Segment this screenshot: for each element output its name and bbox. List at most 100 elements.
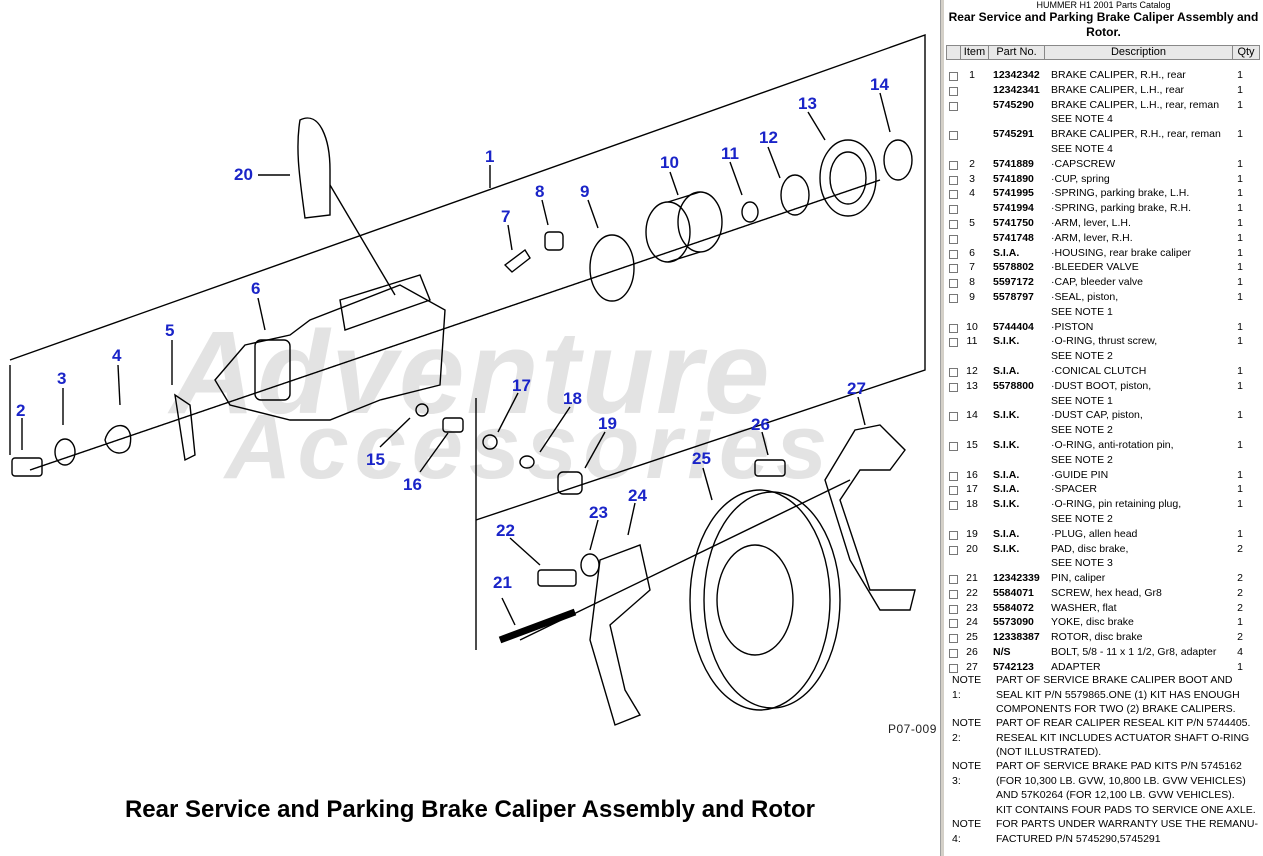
row-checkbox[interactable] xyxy=(949,86,958,96)
pane-splitter[interactable] xyxy=(940,0,945,856)
callout-25[interactable]: 25 xyxy=(692,449,711,468)
row-checkbox[interactable] xyxy=(949,412,958,422)
row-checkbox[interactable] xyxy=(949,486,958,496)
table-row[interactable]: SEE NOTE 3 xyxy=(944,556,1263,571)
callout-27[interactable]: 27 xyxy=(847,379,866,398)
row-checkbox[interactable] xyxy=(949,530,958,540)
row-checkbox[interactable] xyxy=(949,323,958,333)
table-row[interactable]: SEE NOTE 2 xyxy=(944,512,1263,527)
callout-18[interactable]: 18 xyxy=(563,389,582,408)
row-checkbox[interactable] xyxy=(949,219,958,229)
table-row[interactable]: SEE NOTE 2 xyxy=(944,423,1263,438)
header-item[interactable]: Item xyxy=(960,45,988,60)
row-checkbox[interactable] xyxy=(949,589,958,599)
callout-11[interactable]: 11 xyxy=(721,144,739,163)
row-checkbox[interactable] xyxy=(949,634,958,644)
table-row[interactable]: SEE NOTE 4 xyxy=(944,142,1263,157)
row-checkbox[interactable] xyxy=(949,382,958,392)
row-checkbox[interactable] xyxy=(949,338,958,348)
row-checkbox[interactable] xyxy=(949,234,958,244)
row-checkbox[interactable] xyxy=(949,471,958,481)
row-checkbox[interactable] xyxy=(949,619,958,629)
table-row[interactable]: SEE NOTE 2 xyxy=(944,349,1263,364)
row-checkbox[interactable] xyxy=(949,175,958,185)
header-description[interactable]: Description xyxy=(1044,45,1232,60)
callout-24[interactable]: 24 xyxy=(628,486,647,505)
callout-14[interactable]: 14 xyxy=(870,75,889,94)
callout-20[interactable]: 20 xyxy=(234,165,253,184)
callout-5[interactable]: 5 xyxy=(165,321,175,340)
callout-16[interactable]: 16 xyxy=(403,475,422,494)
row-checkbox[interactable] xyxy=(949,293,958,303)
table-row[interactable]: 5741748·ARM, lever, R.H.1 xyxy=(944,231,1263,246)
row-checkbox[interactable] xyxy=(949,604,958,614)
callout-8[interactable]: 8 xyxy=(535,182,545,201)
callout-17[interactable]: 17 xyxy=(512,376,531,395)
row-checkbox[interactable] xyxy=(949,160,958,170)
callout-12[interactable]: 12 xyxy=(759,128,778,147)
callout-7[interactable]: 7 xyxy=(501,207,511,226)
row-checkbox[interactable] xyxy=(949,205,958,215)
callout-22[interactable]: 22 xyxy=(496,521,515,540)
callout-4[interactable]: 4 xyxy=(112,346,122,365)
row-checkbox[interactable] xyxy=(949,575,958,585)
row-checkbox[interactable] xyxy=(949,279,958,289)
table-row[interactable]: SEE NOTE 1 xyxy=(944,305,1263,320)
callout-6[interactable]: 6 xyxy=(251,279,261,298)
callout-26[interactable]: 26 xyxy=(751,415,770,434)
callout-21[interactable]: 21 xyxy=(493,573,512,592)
row-checkbox[interactable] xyxy=(949,545,958,555)
row-checkbox[interactable] xyxy=(949,264,958,274)
header-part-no[interactable]: Part No. xyxy=(988,45,1044,60)
row-checkbox[interactable] xyxy=(949,367,958,377)
row-checkbox[interactable] xyxy=(949,190,958,200)
row-checkbox[interactable] xyxy=(949,663,958,673)
callout-2[interactable]: 2 xyxy=(16,401,26,420)
callout-10[interactable]: 10 xyxy=(660,153,679,172)
callout-9[interactable]: 9 xyxy=(580,182,590,201)
callout-23[interactable]: 23 xyxy=(589,503,608,522)
row-checkbox[interactable] xyxy=(949,72,958,81)
table-row[interactable]: SEE NOTE 2 xyxy=(944,453,1263,468)
callout-15[interactable]: 15 xyxy=(366,450,385,469)
table-row[interactable]: SEE NOTE 4 xyxy=(944,112,1263,127)
callout-19[interactable]: 19 xyxy=(598,414,617,433)
callout-3[interactable]: 3 xyxy=(57,369,67,388)
row-checkbox[interactable] xyxy=(949,131,958,141)
callout-1[interactable]: 1 xyxy=(485,147,495,166)
table-row[interactable]: SEE NOTE 1 xyxy=(944,394,1263,409)
table-row[interactable]: 5741994·SPRING, parking brake, R.H.1 xyxy=(944,201,1263,216)
row-checkbox[interactable] xyxy=(949,101,958,111)
callout-13[interactable]: 13 xyxy=(798,94,817,113)
